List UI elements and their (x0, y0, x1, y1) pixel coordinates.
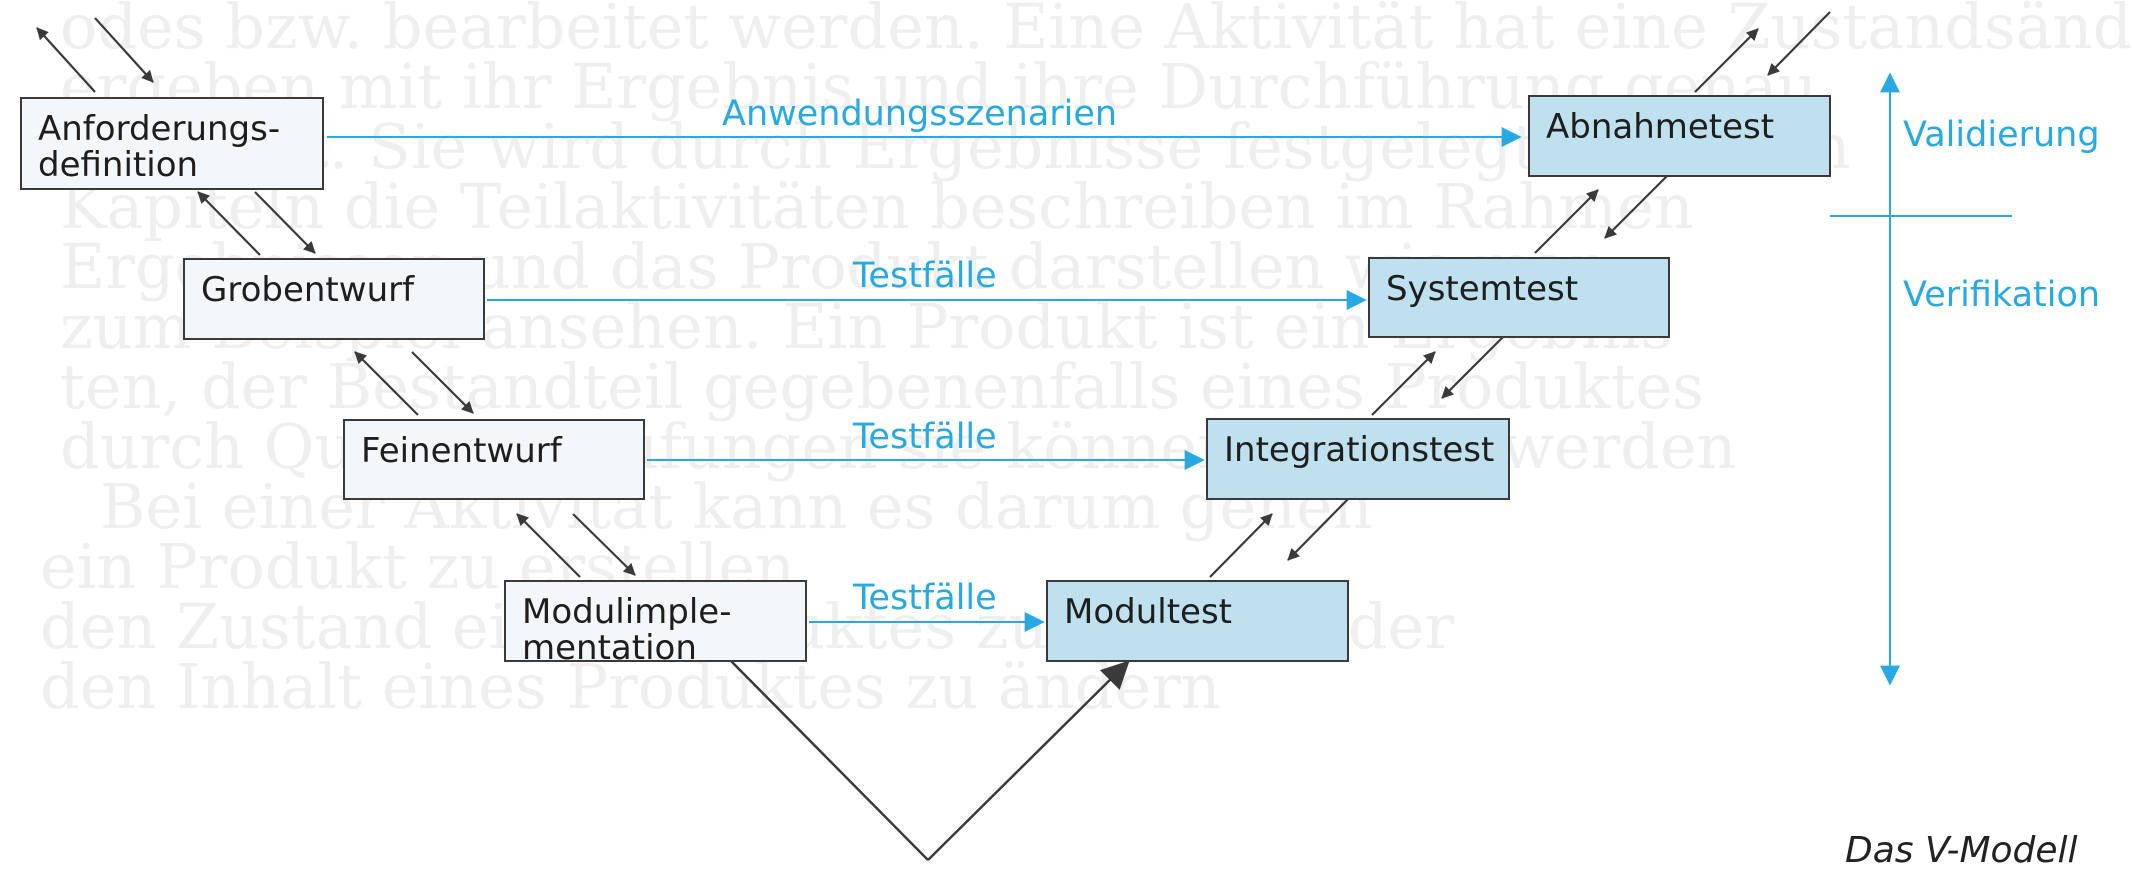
right-arrow-pair-top (1694, 11, 1831, 93)
box-feinentwurf: Feinentwurf (343, 419, 645, 500)
connection-label-testfaelle-1: Testfälle (853, 256, 997, 296)
scale-label-validierung: Validierung (1903, 115, 2100, 155)
box-anforderungsdefinition: Anforderungs- definition (20, 97, 324, 190)
box-abnahmetest: Abnahmetest (1528, 95, 1831, 177)
connection-label-testfaelle-3: Testfälle (853, 578, 997, 618)
left-arrow-pair-1 (197, 191, 316, 256)
right-arrow-pair-2 (1371, 334, 1506, 416)
right-arrow-pair-3 (1534, 174, 1669, 254)
box-integrationstest: Integrationstest (1206, 418, 1510, 500)
box-grobentwurf: Grobentwurf (183, 258, 485, 340)
left-arrow-pair-2 (354, 351, 474, 416)
box-modultest: Modultest (1046, 580, 1349, 662)
box-systemtest: Systemtest (1368, 257, 1670, 338)
left-arrow-pair-3 (516, 513, 636, 578)
box-modulimplementation: Modulimple- mentation (504, 580, 807, 666)
scale-label-verifikation: Verifikation (1903, 275, 2101, 315)
right-arrow-pair-1 (1209, 496, 1351, 578)
connection-label-testfaelle-2: Testfälle (853, 417, 997, 457)
figure-caption: Das V-Modell (1845, 830, 2078, 871)
v-right-up-arrow (927, 660, 1130, 861)
v-left-down-line (729, 659, 929, 861)
left-arrow-pair-top (36, 17, 154, 93)
connection-label-anwendungsszenarien: Anwendungsszenarien (722, 94, 1118, 134)
